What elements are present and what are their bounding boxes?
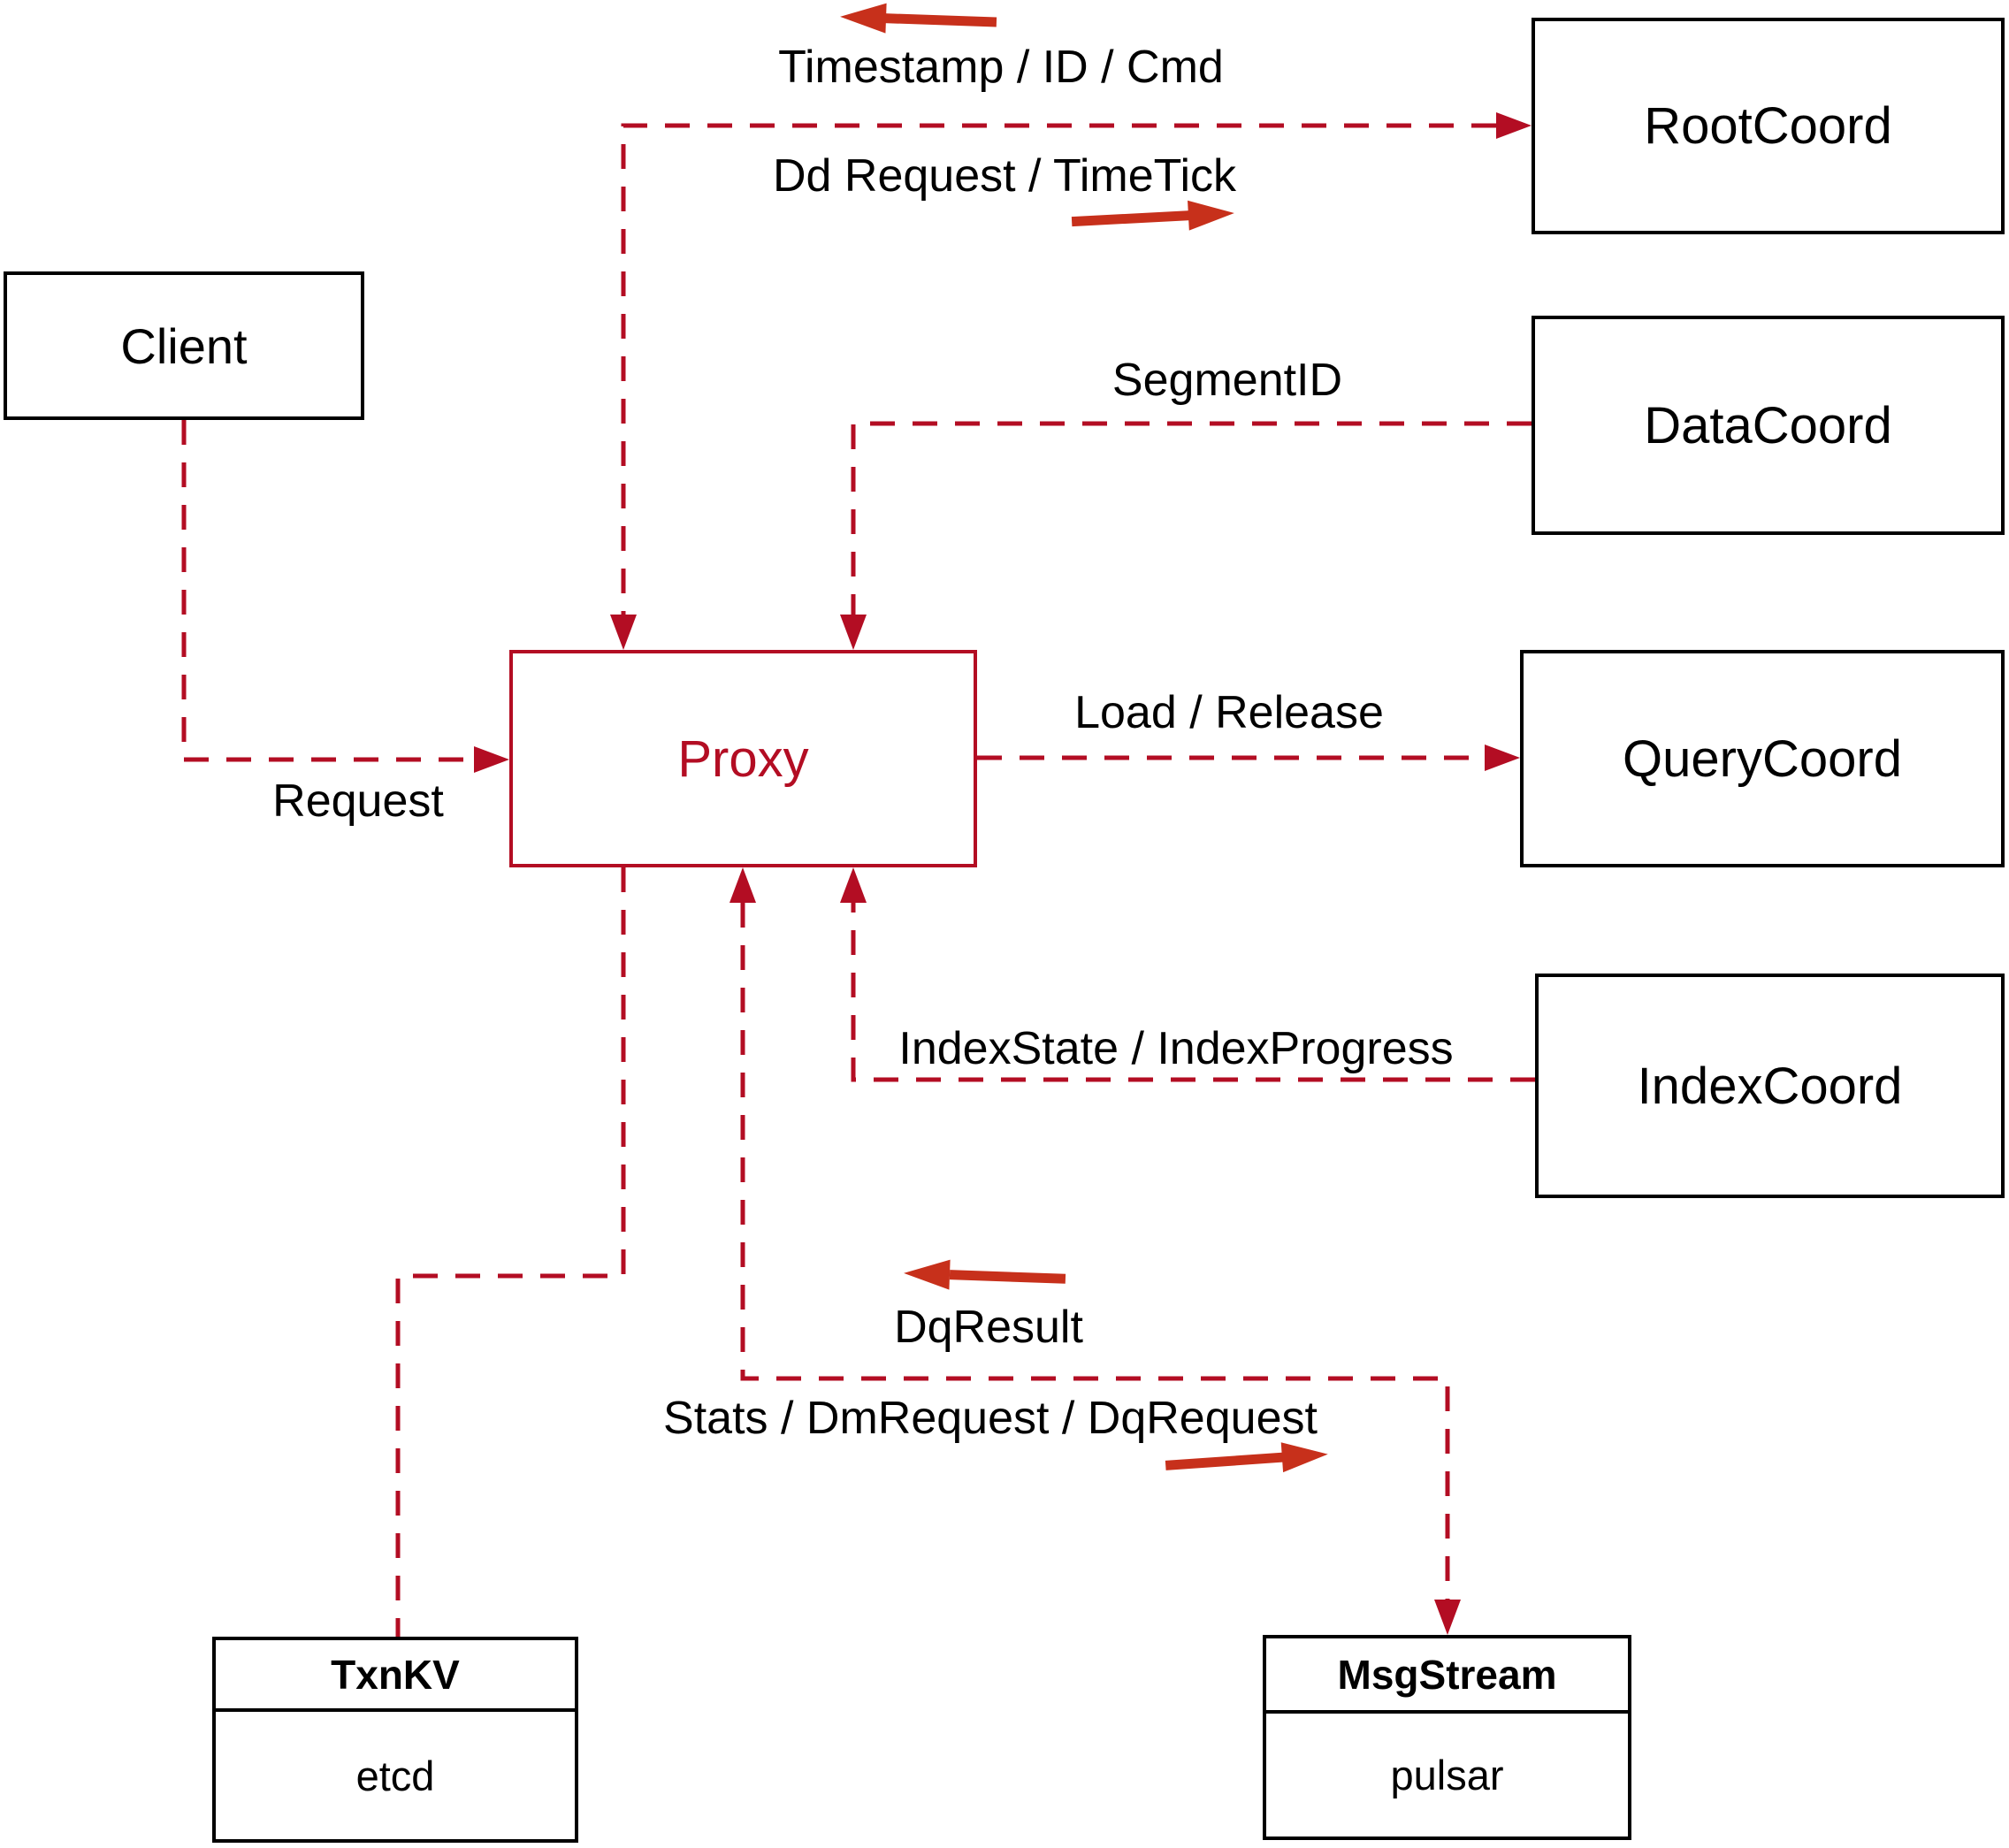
edge-label-proxy-to-stream: Stats / DmRequest / DqRequest xyxy=(663,1393,1318,1444)
node-txnkv-title-label: TxnKV xyxy=(331,1651,460,1698)
edge-label-stream-to-proxy: DqResult xyxy=(894,1302,1083,1353)
edge-proxy-querycoord xyxy=(977,745,1520,771)
node-datacoord-label: DataCoord xyxy=(1644,396,1892,454)
node-datacoord: DataCoord xyxy=(1532,316,2005,535)
node-indexcoord-label: IndexCoord xyxy=(1637,1057,1903,1115)
node-msgstream-title: MsgStream xyxy=(1266,1638,1628,1714)
node-txnkv-title: TxnKV xyxy=(216,1640,575,1712)
node-txnkv-impl: etcd xyxy=(216,1712,575,1839)
edge-indexcoord-proxy xyxy=(840,867,1535,1082)
direction-arrow-right-icon xyxy=(1165,1442,1328,1473)
arrowhead-right-icon xyxy=(474,746,509,773)
node-msgstream-title-label: MsgStream xyxy=(1337,1651,1557,1698)
arrowhead-up-icon xyxy=(840,867,867,903)
edge-label-client-to-proxy: Request xyxy=(272,775,444,827)
arrowhead-down-icon xyxy=(840,615,867,650)
node-msgstream-impl: pulsar xyxy=(1266,1714,1628,1837)
node-proxy: Proxy xyxy=(509,650,977,867)
arrowhead-down-icon xyxy=(1434,1600,1461,1635)
arrowhead-down-icon xyxy=(610,615,637,650)
edge-label-index-to-proxy: IndexState / IndexProgress xyxy=(898,1023,1454,1074)
node-txnkv-impl-label: etcd xyxy=(355,1752,435,1799)
direction-arrow-right-icon xyxy=(1071,200,1234,231)
edge-label-root-to-proxy: Timestamp / ID / Cmd xyxy=(778,42,1224,93)
arrowhead-right-icon xyxy=(1496,112,1532,139)
node-indexcoord: IndexCoord xyxy=(1535,974,2005,1198)
node-querycoord-label: QueryCoord xyxy=(1623,729,1902,788)
edge-label-proxy-to-query: Load / Release xyxy=(1074,687,1384,738)
edge-label-proxy-to-root: Dd Request / TimeTick xyxy=(772,150,1237,202)
node-msgstream: MsgStream pulsar xyxy=(1263,1635,1631,1840)
node-rootcoord-label: RootCoord xyxy=(1644,97,1892,155)
edge-proxy-msgstream xyxy=(730,867,1461,1635)
edge-client-proxy xyxy=(181,420,509,773)
node-querycoord: QueryCoord xyxy=(1520,650,2005,867)
edge-proxy-rootcoord xyxy=(610,112,1532,650)
node-msgstream-impl-label: pulsar xyxy=(1390,1752,1504,1798)
edge-proxy-txnkv xyxy=(395,867,626,1637)
node-client-label: Client xyxy=(120,317,248,374)
edge-label-data-to-proxy: SegmentID xyxy=(1111,355,1343,406)
node-txnkv: TxnKV etcd xyxy=(212,1637,578,1843)
node-rootcoord: RootCoord xyxy=(1532,18,2005,234)
arrowhead-up-icon xyxy=(730,867,756,903)
direction-arrow-left-icon xyxy=(840,3,997,34)
arrowhead-right-icon xyxy=(1485,745,1520,771)
edge-datacoord-proxy xyxy=(840,421,1532,650)
node-proxy-label: Proxy xyxy=(677,729,809,788)
direction-arrow-left-icon xyxy=(904,1259,1066,1290)
node-client: Client xyxy=(4,271,364,420)
